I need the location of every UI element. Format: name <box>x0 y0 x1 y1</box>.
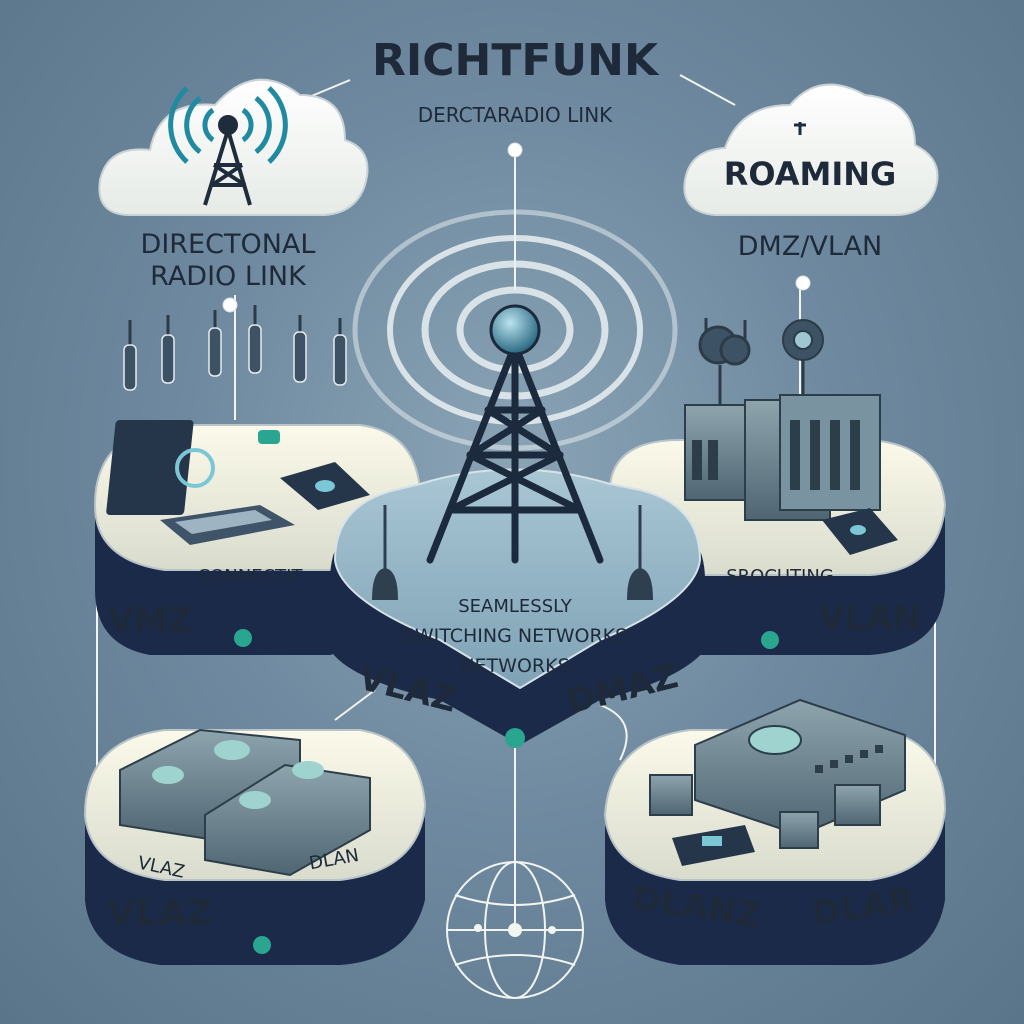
platform-bottom-left-side-text: VLAZ <box>108 893 213 934</box>
platform-bottom-left: VLAZ DLAN VLAZ <box>83 728 427 965</box>
antenna-row-left <box>123 305 347 391</box>
server-icon <box>119 728 371 877</box>
antenna-icon <box>248 305 262 374</box>
antenna-icon <box>372 505 653 600</box>
page-subtitle: DERCTARADIO LINK <box>418 103 613 127</box>
right-caption: DMZ/VLAN <box>738 231 882 262</box>
antenna-icon <box>123 320 137 391</box>
platform-top-left-inner-text: CONNECTIT <box>198 566 304 587</box>
tower-icon <box>426 341 604 564</box>
connector-dots <box>222 142 811 313</box>
status-light <box>258 430 280 444</box>
platform-bottom-right: DLANZ DLAR <box>603 698 947 965</box>
left-cloud <box>98 78 369 216</box>
status-dot <box>505 728 525 748</box>
antenna-icon <box>161 315 175 384</box>
server-icon <box>684 394 881 521</box>
right-cloud: ROAMING <box>683 83 939 216</box>
camera-icon <box>782 319 824 395</box>
tower-orb <box>489 304 541 356</box>
status-dot <box>761 631 779 649</box>
tablet-icon <box>280 462 370 510</box>
globe-icon <box>446 861 584 999</box>
status-dot <box>253 936 271 954</box>
pin-icon <box>794 122 806 135</box>
center-line2: SWITCHING NETWORKS <box>403 625 627 647</box>
tablet-icon <box>822 508 898 555</box>
center-line1: SEAMLESSLY <box>458 596 573 617</box>
small-box-icon <box>649 774 881 849</box>
signal-waves-icon <box>168 86 288 164</box>
platform-top-right-inner-text: SROCUTING <box>726 566 834 587</box>
platform-center: SEAMLESSLY SWITCHING NETWORKS NETWORKS V… <box>330 304 705 748</box>
right-cloud-label: ROAMING <box>724 155 897 193</box>
antenna-icon <box>293 315 307 383</box>
antenna-icon <box>333 318 347 386</box>
tower-icon <box>203 115 252 206</box>
platform-top-right-side-text: VLAN <box>819 599 922 639</box>
antenna-pair-icon <box>698 318 751 410</box>
platform-top-left-side-text: VMZ <box>108 601 193 641</box>
center-line3: NETWORKS <box>460 655 569 677</box>
page-title: RICHTFUNK <box>372 35 660 86</box>
status-dot <box>234 629 252 647</box>
left-caption-line1: DIRECTONAL <box>141 229 316 260</box>
tablet-icon <box>672 825 755 866</box>
left-caption-line2: RADIO LINK <box>150 261 307 292</box>
antenna-icon <box>208 310 222 377</box>
laptop-icon <box>106 420 295 545</box>
